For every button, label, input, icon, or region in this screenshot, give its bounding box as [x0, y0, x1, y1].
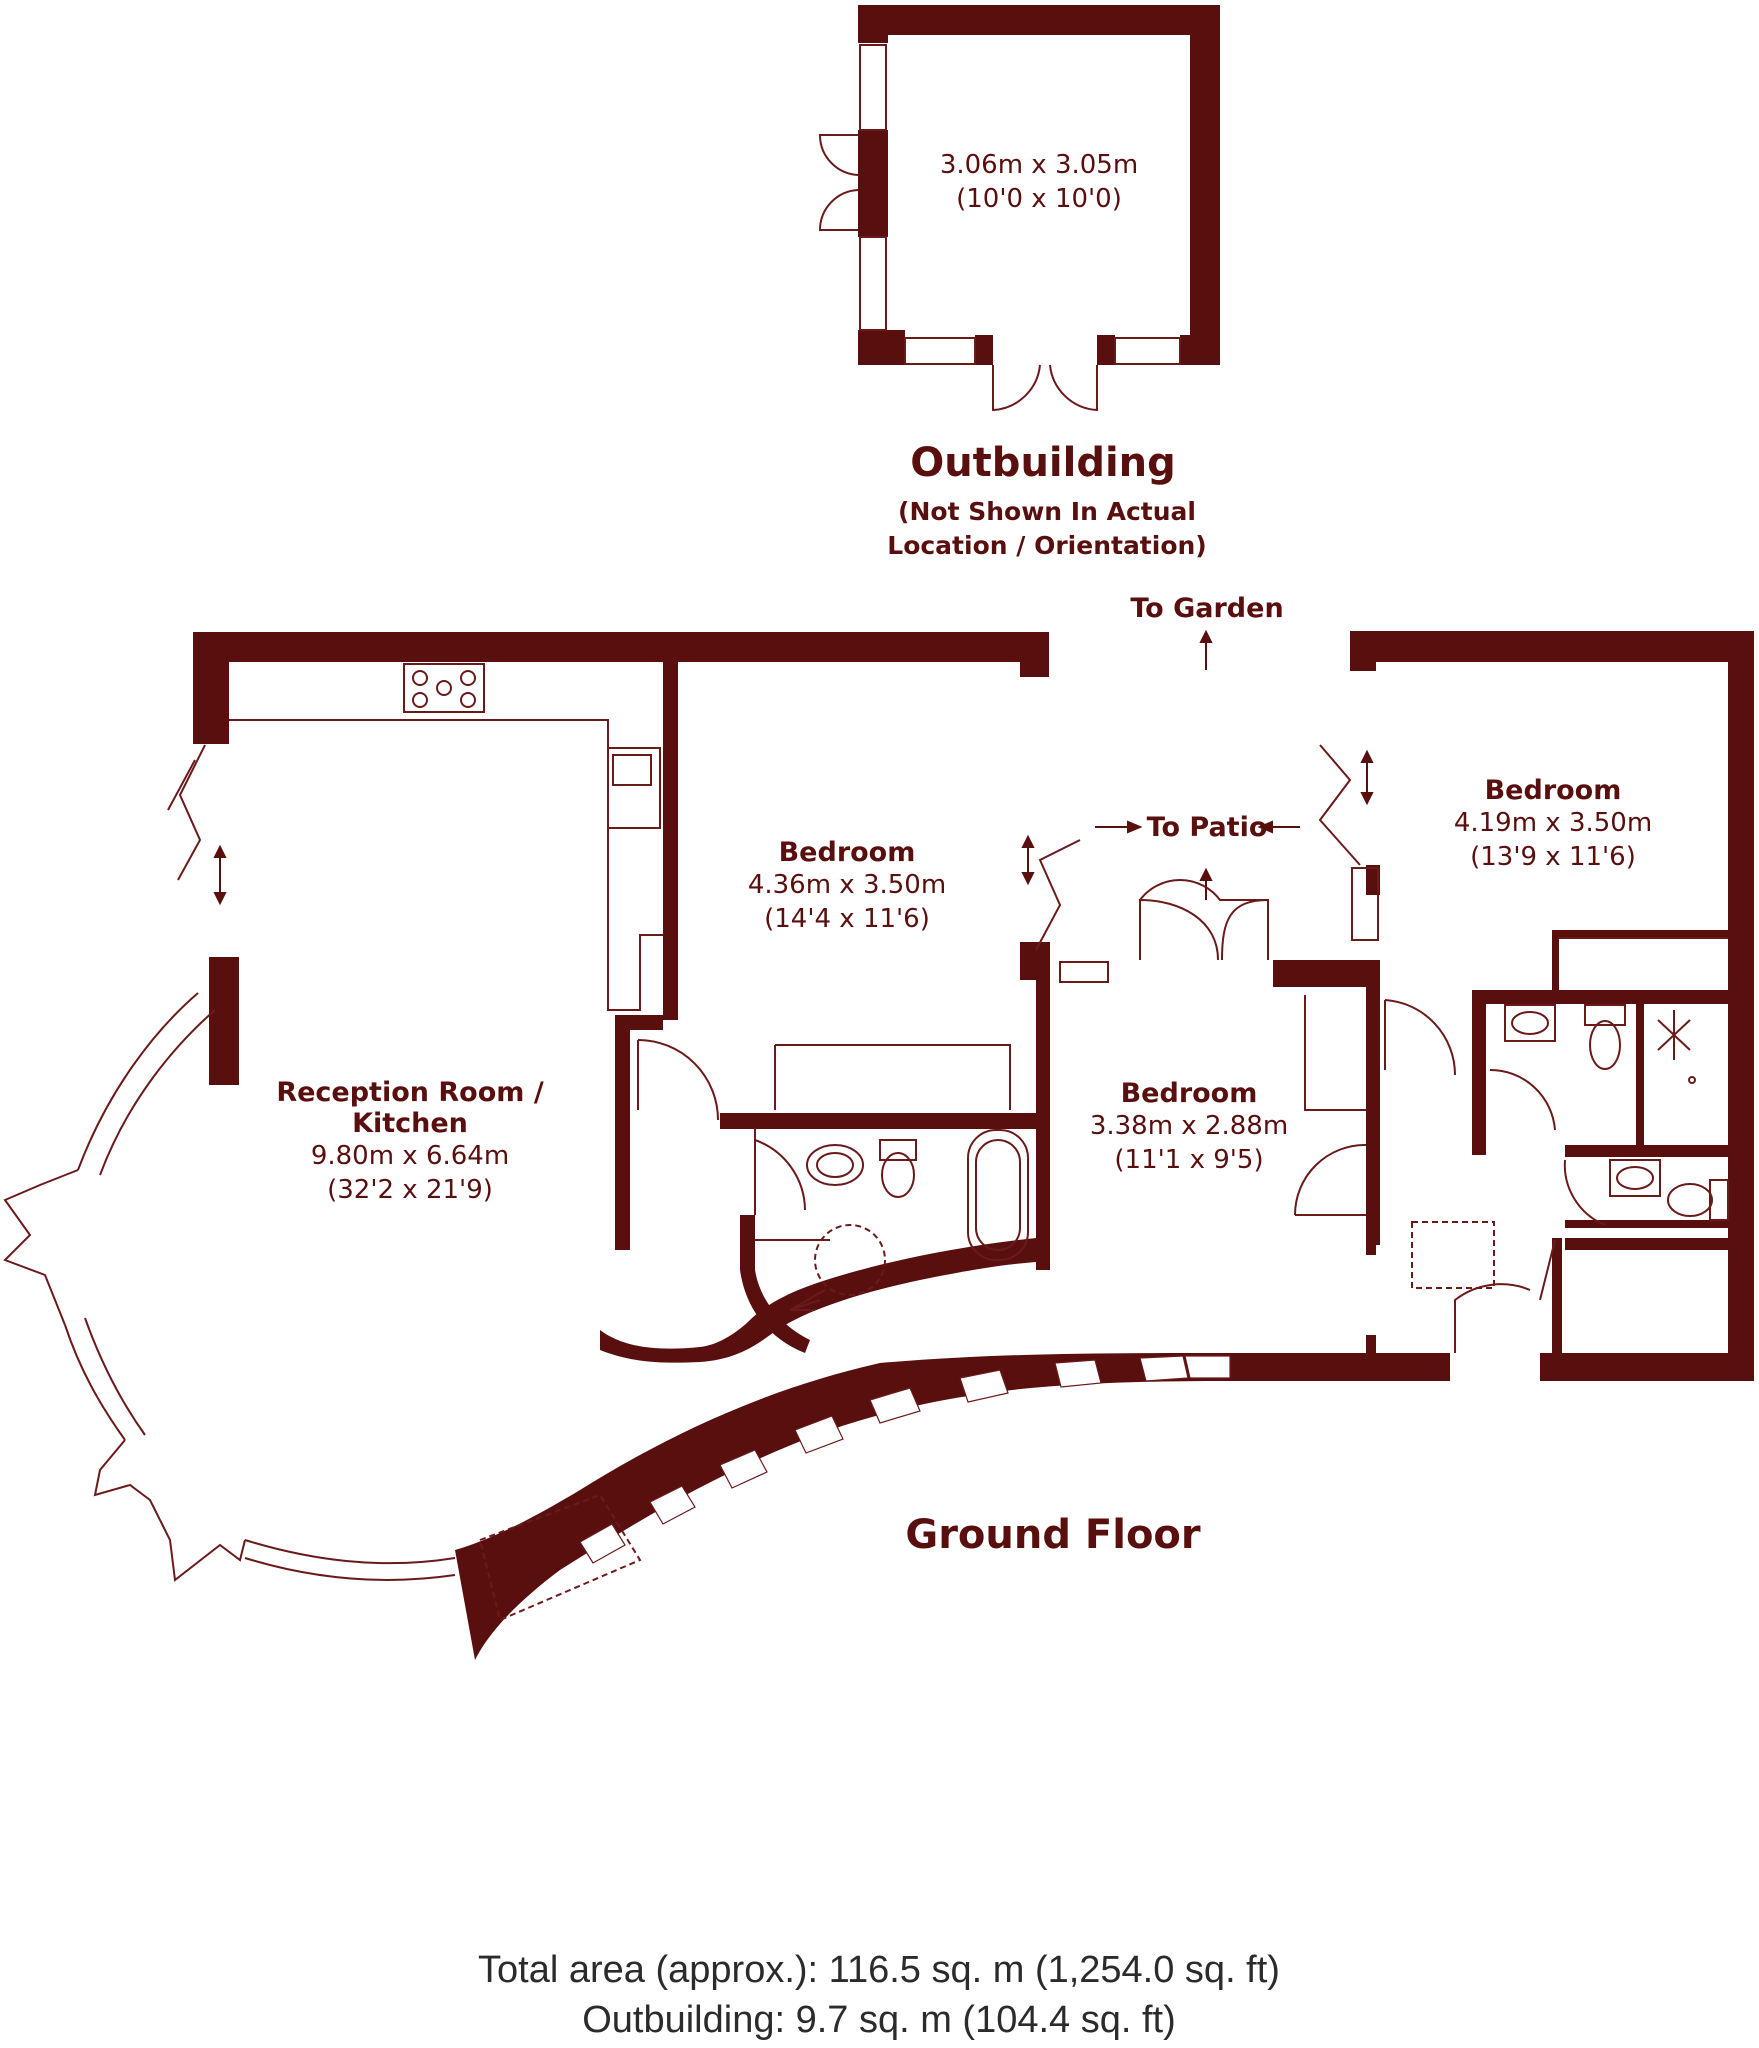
bedroom-3-label: Bedroom 4.19m x 3.50m (13'9 x 11'6): [1454, 775, 1652, 874]
south-wall-windows: [579, 1355, 1231, 1564]
curved-south-wall: [455, 1353, 1230, 1660]
outbuilding-dimensions: 3.06m x 3.05m (10'0 x 10'0): [940, 148, 1138, 216]
outbuilding-note: (Not Shown In Actual Location / Orientat…: [887, 495, 1206, 563]
outbuilding-note-line2: Location / Orientation): [887, 531, 1207, 560]
outbuilding-walls: [858, 5, 1220, 365]
bedroom-2-label: Bedroom 3.38m x 2.88m (11'1 x 9'5): [1090, 1078, 1288, 1177]
total-area-text: Total area (approx.): 116.5 sq. m (1,254…: [478, 1949, 1280, 1991]
reception-dim-metric: 9.80m x 6.64m: [310, 1141, 510, 1171]
area-totals: Total area (approx.): 116.5 sq. m (1,254…: [478, 1945, 1280, 2045]
to-patio-label: To Patio: [1146, 812, 1268, 843]
reception-room-label: Reception Room / Kitchen 9.80m x 6.64m (…: [276, 1077, 543, 1207]
outbuilding-dim-metric: 3.06m x 3.05m: [939, 150, 1139, 180]
bedroom-1-name: Bedroom: [778, 837, 916, 868]
bedroom-2-dim-imperial: (11'1 x 9'5): [1114, 1145, 1264, 1175]
bedroom-1-label: Bedroom 4.36m x 3.50m (14'4 x 11'6): [748, 837, 946, 936]
bedroom-3-name: Bedroom: [1484, 775, 1622, 806]
curved-shower-wall: [740, 1215, 810, 1353]
ground-floor-title: Ground Floor: [905, 1512, 1201, 1558]
outbuilding-dim-imperial: (10'0 x 10'0): [956, 184, 1122, 214]
outbuilding-title: Outbuilding: [910, 440, 1176, 486]
reception-name-line2: Kitchen: [352, 1108, 468, 1139]
outbuilding-area-text: Outbuilding: 9.7 sq. m (104.4 sq. ft): [582, 1999, 1176, 2041]
bedroom-1-dim-imperial: (14'4 x 11'6): [764, 904, 930, 934]
bedroom-2-name: Bedroom: [1120, 1078, 1258, 1109]
to-garden-label: To Garden: [1130, 593, 1284, 624]
ground-floor-walls: [193, 631, 1754, 1381]
bedroom-3-dim-metric: 4.19m x 3.50m: [1453, 808, 1653, 838]
bedroom-2-dim-metric: 3.38m x 2.88m: [1089, 1111, 1289, 1141]
outbuilding-note-line1: (Not Shown In Actual: [898, 497, 1196, 526]
bedroom-3-dim-imperial: (13'9 x 11'6): [1470, 842, 1636, 872]
reception-dim-imperial: (32'2 x 21'9): [327, 1175, 493, 1205]
reception-name-line1: Reception Room /: [276, 1077, 544, 1108]
bedroom-1-dim-metric: 4.36m x 3.50m: [747, 870, 947, 900]
